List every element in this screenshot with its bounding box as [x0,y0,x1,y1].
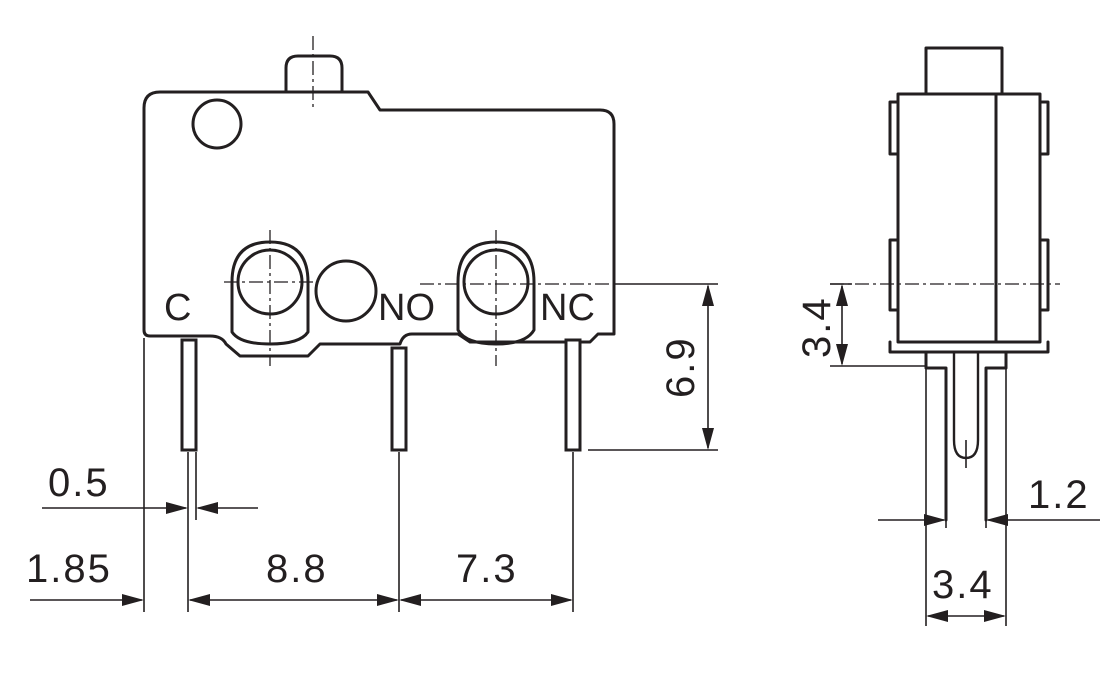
dim-edge-to-common: 1.85 [26,547,112,591]
side-body [896,92,1042,344]
dim-side-body-width: 3.4 [932,563,994,607]
dim-common-to-no: 8.8 [266,547,328,591]
front-dimensions: 0.5 1.85 8.8 7.3 6.9 [26,283,718,612]
dim-side-pin-width: 1.2 [1028,473,1090,517]
front-view: C NO NC [142,36,616,452]
pin-common [180,338,198,452]
terminal-boss-nc [456,240,536,346]
terminal-label-nc: NC [540,287,595,329]
side-view [830,46,1060,522]
side-actuator [924,46,1004,96]
mounting-hole [191,98,243,150]
side-pins [924,350,1008,522]
side-dimensions: 3.4 1.2 3.4 [795,283,1100,626]
terminal-label-common: C [164,287,191,329]
center-rivet-hole [314,259,378,323]
terminal-label-no: NO [378,287,435,329]
dim-side-pin-offset: 3.4 [795,296,839,358]
pin-no [390,346,408,452]
switch-body [142,90,616,358]
dim-pin-length: 6.9 [659,336,703,398]
actuator-plunger [284,54,344,94]
dim-no-to-nc: 7.3 [456,547,518,591]
dim-pin-thickness: 0.5 [48,461,110,505]
pin-nc [564,338,582,452]
